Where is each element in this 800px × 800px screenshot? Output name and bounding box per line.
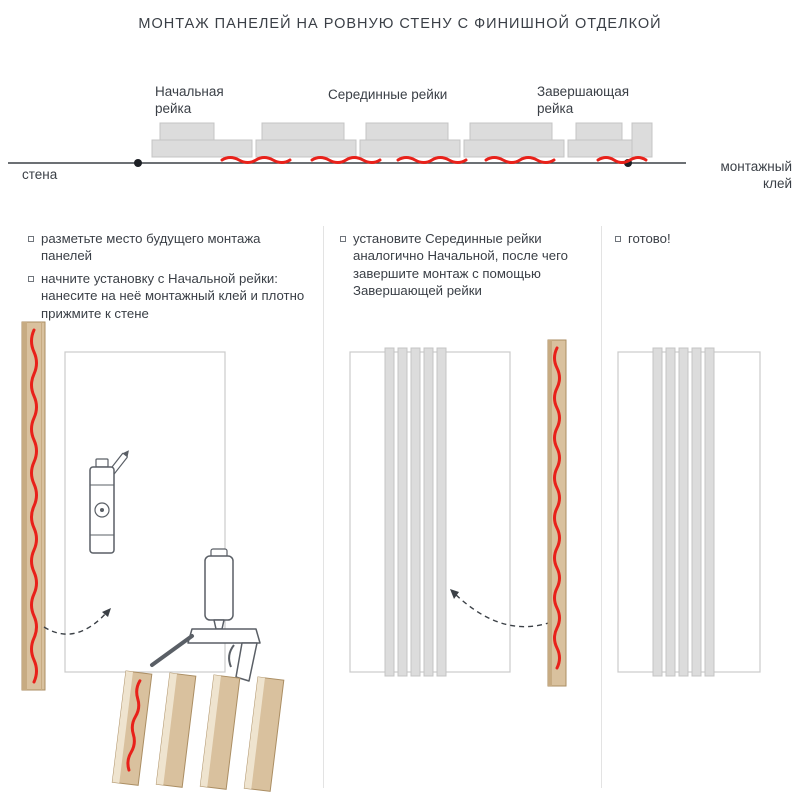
level-tool-icon: [89, 450, 129, 554]
panel-slats: [384, 347, 447, 677]
foam-gun-icon: [150, 548, 261, 682]
wood-rail: [547, 339, 567, 687]
glue-squiggle: [30, 328, 38, 684]
column-divider: [323, 226, 324, 788]
label-end-rail: Завершающая рейка: [537, 84, 630, 117]
instruction-bullet: разметьте место будущего монтажа панелей: [28, 230, 313, 265]
label-start-rail: Начальная рейка: [155, 84, 224, 117]
wood-rail: [21, 321, 46, 691]
wall-outline: [617, 351, 761, 673]
step-1-illustration: [21, 321, 285, 792]
step-2-instructions: установите Серединные рейки аналогично Н…: [340, 230, 588, 305]
instruction-bullet: установите Серединные рейки аналогично Н…: [340, 230, 588, 300]
panel-profiles: [151, 122, 653, 158]
wall-outline: [64, 351, 226, 673]
glue-squiggle: [126, 679, 142, 772]
wood-slats: [111, 670, 285, 792]
step-1-instructions: разметьте место будущего монтажа панелей…: [28, 230, 313, 327]
glue-squiggle: [553, 346, 561, 670]
cross-section-diagram: [8, 122, 686, 167]
instruction-bullet: начните установку с Начальной рейки: нан…: [28, 270, 313, 322]
label-mounting-glue: монтажный клей: [720, 159, 792, 192]
label-wall: стена: [22, 167, 58, 182]
page-title: МОНТАЖ ПАНЕЛЕЙ НА РОВНУЮ СТЕНУ С ФИНИШНО…: [138, 16, 662, 32]
column-divider: [601, 226, 602, 788]
arrow-dashed-icon: [450, 589, 560, 628]
step-3-instructions: готово!: [615, 230, 785, 252]
step-2-illustration: [349, 339, 567, 687]
step-3-illustration: [617, 347, 761, 677]
label-middle-rails: Серединные рейки: [328, 87, 448, 102]
glue-squiggles: [220, 156, 648, 164]
start-point-dot: [134, 159, 142, 167]
panel-slats: [652, 347, 715, 677]
instruction-bullet: готово!: [615, 230, 785, 247]
arrow-dashed-icon: [43, 608, 111, 635]
